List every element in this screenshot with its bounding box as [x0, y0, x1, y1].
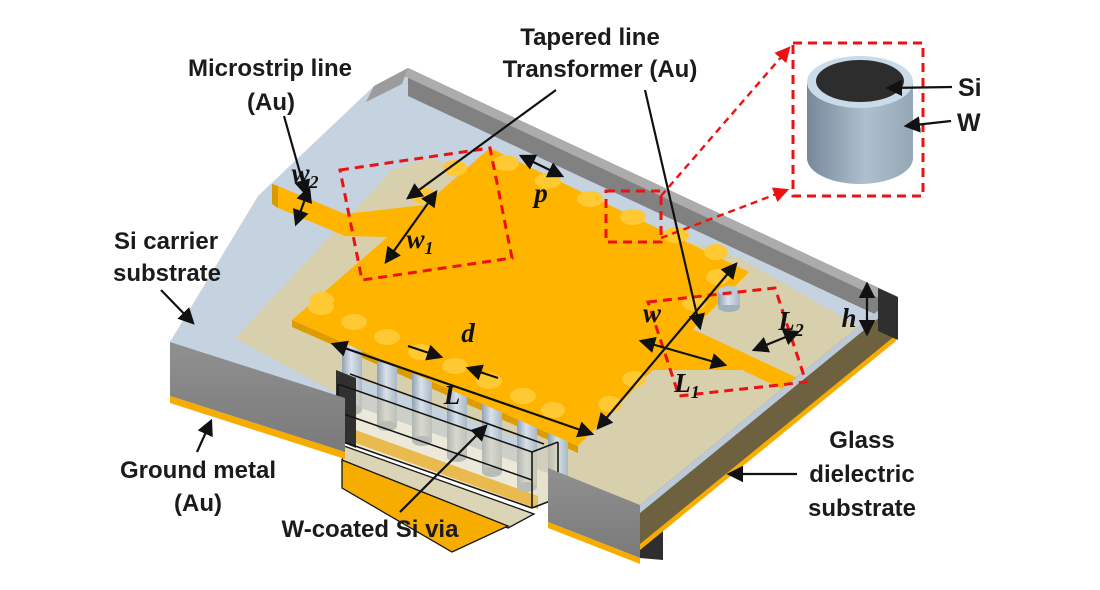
- tapered-label-line2: Transformer (Au): [503, 56, 698, 83]
- dim-label-h: h: [841, 303, 856, 333]
- via-hole: [493, 155, 519, 171]
- dimension-arrows: [293, 154, 876, 438]
- exposed-via-cylinder: [718, 286, 740, 312]
- via-hole: [443, 160, 467, 176]
- wall-dark-cap-right: [878, 288, 898, 340]
- via-hole: [577, 191, 603, 207]
- via-hole: [620, 209, 646, 225]
- inset-connector-top: [660, 46, 791, 197]
- inset-si-core: [816, 60, 904, 102]
- via-hole: [308, 299, 334, 315]
- inset-si-arrow: [885, 79, 953, 97]
- inset-si-label: Si: [958, 74, 982, 102]
- highlight-box-right-taper: [645, 286, 809, 398]
- w-via-label: W-coated Si via: [282, 516, 460, 543]
- inset-w-label: W: [957, 109, 981, 137]
- highlight-box-left-taper: [338, 146, 514, 282]
- glass-label-line1: Glass: [829, 427, 894, 454]
- dim-label-w2: w2: [291, 158, 318, 192]
- dim-label-w: w: [643, 298, 662, 328]
- tapered-pointer-left: [406, 89, 557, 200]
- via-hole: [541, 402, 565, 418]
- via-hole: [374, 329, 400, 345]
- microstrip-label-line1: Microstrip line: [188, 55, 352, 82]
- microstrip-port-cap: [272, 184, 278, 208]
- dim-arrow-w1: [384, 189, 438, 265]
- pointer-arrows: [160, 89, 797, 513]
- via-hole: [442, 358, 468, 374]
- si-carrier-pointer: [160, 289, 195, 325]
- dim-label-w1: w1: [406, 224, 433, 258]
- inset-via-cylinder: [807, 56, 913, 184]
- back-wall-wedge-left: [366, 68, 408, 102]
- si-carrier-label-line2: substrate: [113, 260, 221, 287]
- glass-wall-top-stripe: [640, 296, 896, 513]
- microstrip-pointer: [282, 115, 311, 197]
- via-hole: [704, 244, 728, 260]
- si-carrier-label-line1: Si carrier: [114, 228, 218, 255]
- dim-arrow-L1: [638, 336, 728, 370]
- ground-metal-edge-left: [170, 396, 345, 459]
- ground-pointer: [195, 418, 213, 453]
- ground-metal-edge-front: [548, 522, 640, 564]
- dim-label-L: L: [443, 380, 461, 410]
- cutaway-gold-apron: [341, 459, 510, 553]
- dim-arrow-L2: [751, 329, 801, 353]
- via-hole: [663, 227, 689, 243]
- si-carrier-wall-front: [548, 468, 640, 558]
- ground-label-line2: (Au): [174, 490, 222, 517]
- microstrip-label-line2: (Au): [247, 89, 295, 116]
- highlight-box-via: [604, 189, 663, 244]
- dim-label-d: d: [461, 318, 475, 348]
- dim-label-L1: L1: [673, 368, 700, 402]
- dim-label-L2: L2: [777, 306, 804, 340]
- dim-arrow-L: [330, 340, 595, 438]
- dim-arrow-w2: [293, 185, 312, 227]
- si-carrier-wall-left: [170, 342, 345, 452]
- ground-label-line1: Ground metal: [120, 457, 276, 484]
- glass-label-line3: substrate: [808, 495, 916, 522]
- glass-wall-right: [640, 296, 896, 549]
- via-hole: [510, 388, 536, 404]
- w-via-pointer: [399, 424, 488, 513]
- dim-label-p: p: [532, 178, 548, 208]
- glass-label-line2: dielectric: [809, 461, 914, 488]
- via-hole: [341, 314, 367, 330]
- tapered-label-line1: Tapered line: [520, 24, 660, 51]
- ground-metal-edge-right: [640, 335, 896, 550]
- inset-w-arrow: [903, 116, 952, 133]
- inset-connector-bottom: [660, 187, 790, 240]
- inset-box: [791, 41, 925, 198]
- dim-arrow-p: [518, 154, 565, 178]
- back-wall-band-outer: [404, 68, 896, 304]
